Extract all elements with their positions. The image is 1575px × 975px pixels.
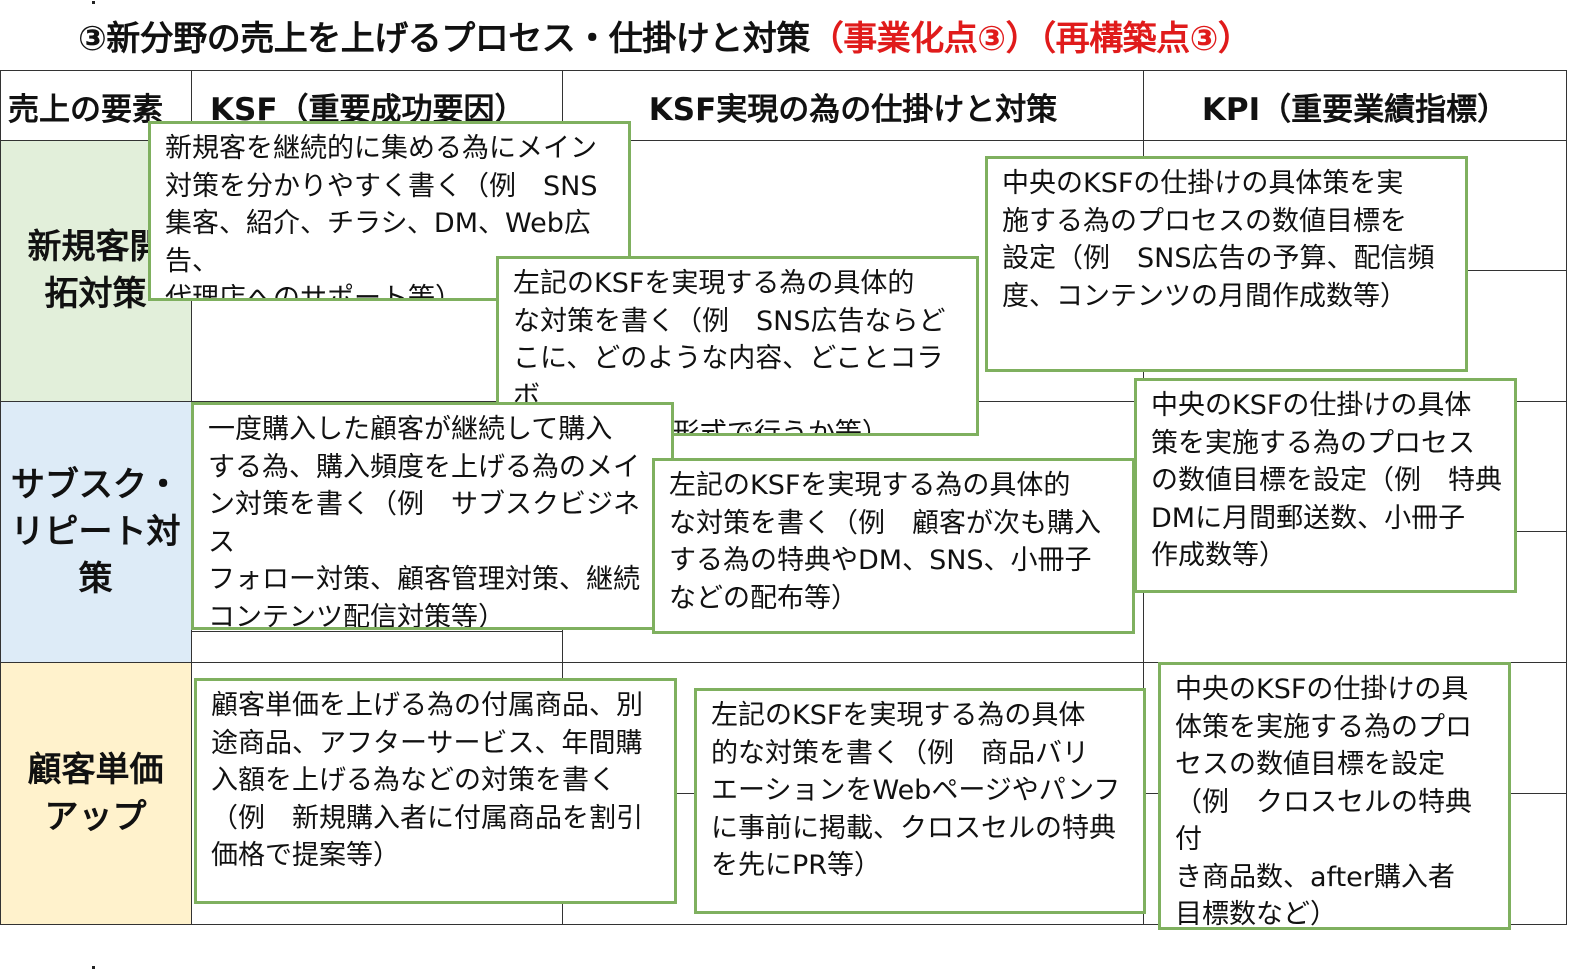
note-subscription-measures: 左記のKSFを実現する為の具体的 な対策を書く（例 顧客が次も購入 する為の特典…: [652, 458, 1135, 634]
note-subscription-ksf: 一度購入した顧客が継続して購入 する為、購入頻度を上げる為のメイ ン対策を書く（…: [191, 402, 674, 630]
header-sales-element: 売上の要素: [8, 91, 163, 128]
row3-label-bg: [1, 663, 191, 924]
row-label-unit-price-up: 顧客単価 アップ: [27, 749, 164, 837]
row-label-new-customers: 新規客開 拓対策: [27, 227, 164, 314]
title-red-suffix: （事業化点③）（再構築点③）: [809, 19, 1252, 59]
page-title: ③新分野の売上を上げるプロセス・仕掛けと対策（事業化点③）（再構築点③）: [78, 14, 1252, 64]
stray-mark-bottom: [92, 966, 95, 969]
title-main: ③新分野の売上を上げるプロセス・仕掛けと対策: [78, 19, 810, 59]
stray-mark-top: [92, 1, 95, 4]
header-ksf-measures: KSF実現の為の仕掛けと対策: [648, 91, 1058, 128]
note-subscription-kpi: 中央のKSFの仕掛けの具体 策を実施する為のプロセス の数値目標を設定（例 特典…: [1134, 378, 1517, 593]
header-kpi: KPI（重要業績指標）: [1201, 91, 1509, 128]
row2-label-bg: [1, 402, 191, 662]
note-unit-price-ksf: 顧客単価を上げる為の付属商品、別 途商品、アフターサービス、年間購 入額を上げる…: [194, 678, 677, 904]
note-unit-price-measures: 左記のKSFを実現する為の具体 的な対策を書く（例 商品バリ エーションをWeb…: [694, 688, 1146, 914]
note-unit-price-kpi: 中央のKSFの仕掛けの具 体策を実施する為のプロ セスの数値目標を設定 （例 ク…: [1158, 662, 1511, 930]
note-new-customers-kpi: 中央のKSFの仕掛けの具体策を実 施する為のプロセスの数値目標を 設定（例 SN…: [985, 156, 1468, 372]
row-label-subscription-repeat: サブスク・ リピート対 策: [10, 464, 181, 599]
